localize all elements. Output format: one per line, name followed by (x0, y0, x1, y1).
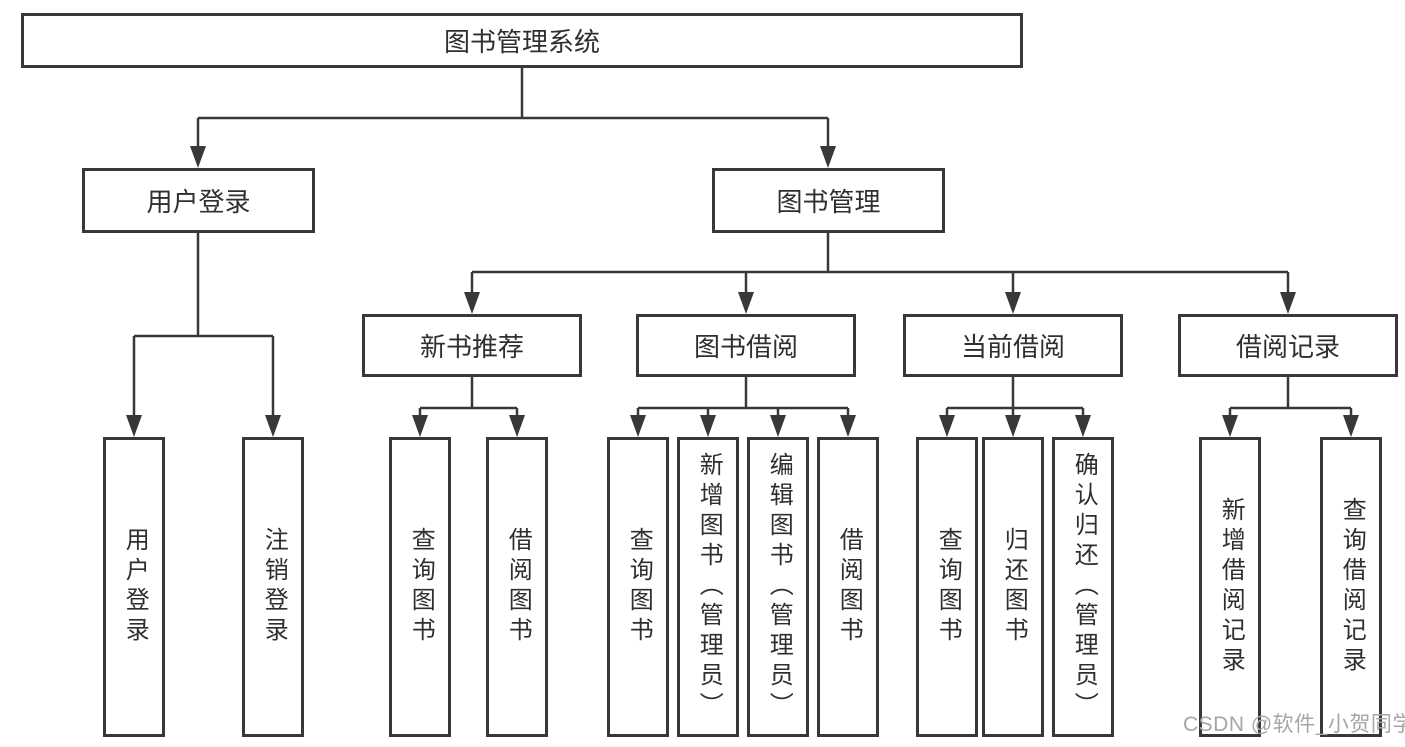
arrowhead (190, 146, 206, 168)
leaf-return-book: 归还图书 (982, 437, 1044, 737)
leaf-label: 新增图书（管理员） (695, 452, 723, 722)
leaf-label: 编辑图书（管理员） (765, 452, 793, 722)
arrowhead (1280, 292, 1296, 314)
leaf-edit-book-admin: 编辑图书（管理员） (747, 437, 809, 737)
arrowhead (1222, 415, 1238, 437)
leaf-label: 借阅图书 (835, 527, 863, 647)
arrowhead (630, 415, 646, 437)
leaf-label: 用户登录 (121, 527, 149, 647)
leaf-label: 查询借阅记录 (1338, 497, 1366, 677)
arrowhead (464, 292, 480, 314)
arrowhead (1343, 415, 1359, 437)
node-label: 借阅记录 (1235, 332, 1340, 362)
arrowhead (939, 415, 955, 437)
arrowhead (126, 415, 142, 437)
leaf-borrow-books-recommend: 借阅图书 (486, 437, 548, 737)
arrowhead (509, 415, 525, 437)
leaf-label: 归还图书 (1000, 527, 1028, 647)
node-label: 图书管理 (776, 187, 881, 217)
node-label: 图书借阅 (693, 332, 798, 362)
node-label: 当前借阅 (960, 332, 1065, 362)
node-library-management-system: 图书管理系统 (21, 13, 1023, 68)
leaf-add-borrow-record: 新增借阅记录 (1199, 437, 1261, 737)
arrowhead (738, 292, 754, 314)
arrowhead (700, 415, 716, 437)
leaf-label: 查询图书 (934, 527, 962, 647)
node-book-borrow: 图书借阅 (636, 314, 856, 377)
leaf-user-login: 用户登录 (103, 437, 165, 737)
leaf-query-books-borrow: 查询图书 (607, 437, 669, 737)
node-current-borrow: 当前借阅 (903, 314, 1123, 377)
arrowhead (820, 146, 836, 168)
arrowhead (1005, 415, 1021, 437)
node-label: 用户登录 (146, 187, 251, 217)
arrowhead (840, 415, 856, 437)
leaf-borrow-books: 借阅图书 (817, 437, 879, 737)
node-new-book-recommend: 新书推荐 (362, 314, 582, 377)
node-label: 图书管理系统 (443, 27, 600, 57)
leaf-confirm-return-admin: 确认归还（管理员） (1052, 437, 1114, 737)
leaf-logout-login: 注销登录 (242, 437, 304, 737)
leaf-label: 确认归还（管理员） (1070, 452, 1098, 722)
leaf-query-borrow-record: 查询借阅记录 (1320, 437, 1382, 737)
leaf-label: 注销登录 (260, 527, 288, 647)
arrowhead (265, 415, 281, 437)
leaf-label: 查询图书 (407, 527, 435, 647)
leaf-query-books-current: 查询图书 (916, 437, 978, 737)
arrowhead (1005, 292, 1021, 314)
node-borrow-records: 借阅记录 (1178, 314, 1398, 377)
leaf-label: 查询图书 (625, 527, 653, 647)
node-book-management: 图书管理 (712, 168, 945, 233)
leaf-label: 借阅图书 (504, 527, 532, 647)
node-label: 新书推荐 (419, 332, 524, 362)
arrowhead (1075, 415, 1091, 437)
watermark-csdn: CSDN @软件_小贺同学 (1183, 713, 1405, 736)
node-user-login: 用户登录 (82, 168, 315, 233)
leaf-add-book-admin: 新增图书（管理员） (677, 437, 739, 737)
leaf-label: 新增借阅记录 (1217, 497, 1245, 677)
leaf-query-books-recommend: 查询图书 (389, 437, 451, 737)
arrowhead (770, 415, 786, 437)
arrowhead (412, 415, 428, 437)
